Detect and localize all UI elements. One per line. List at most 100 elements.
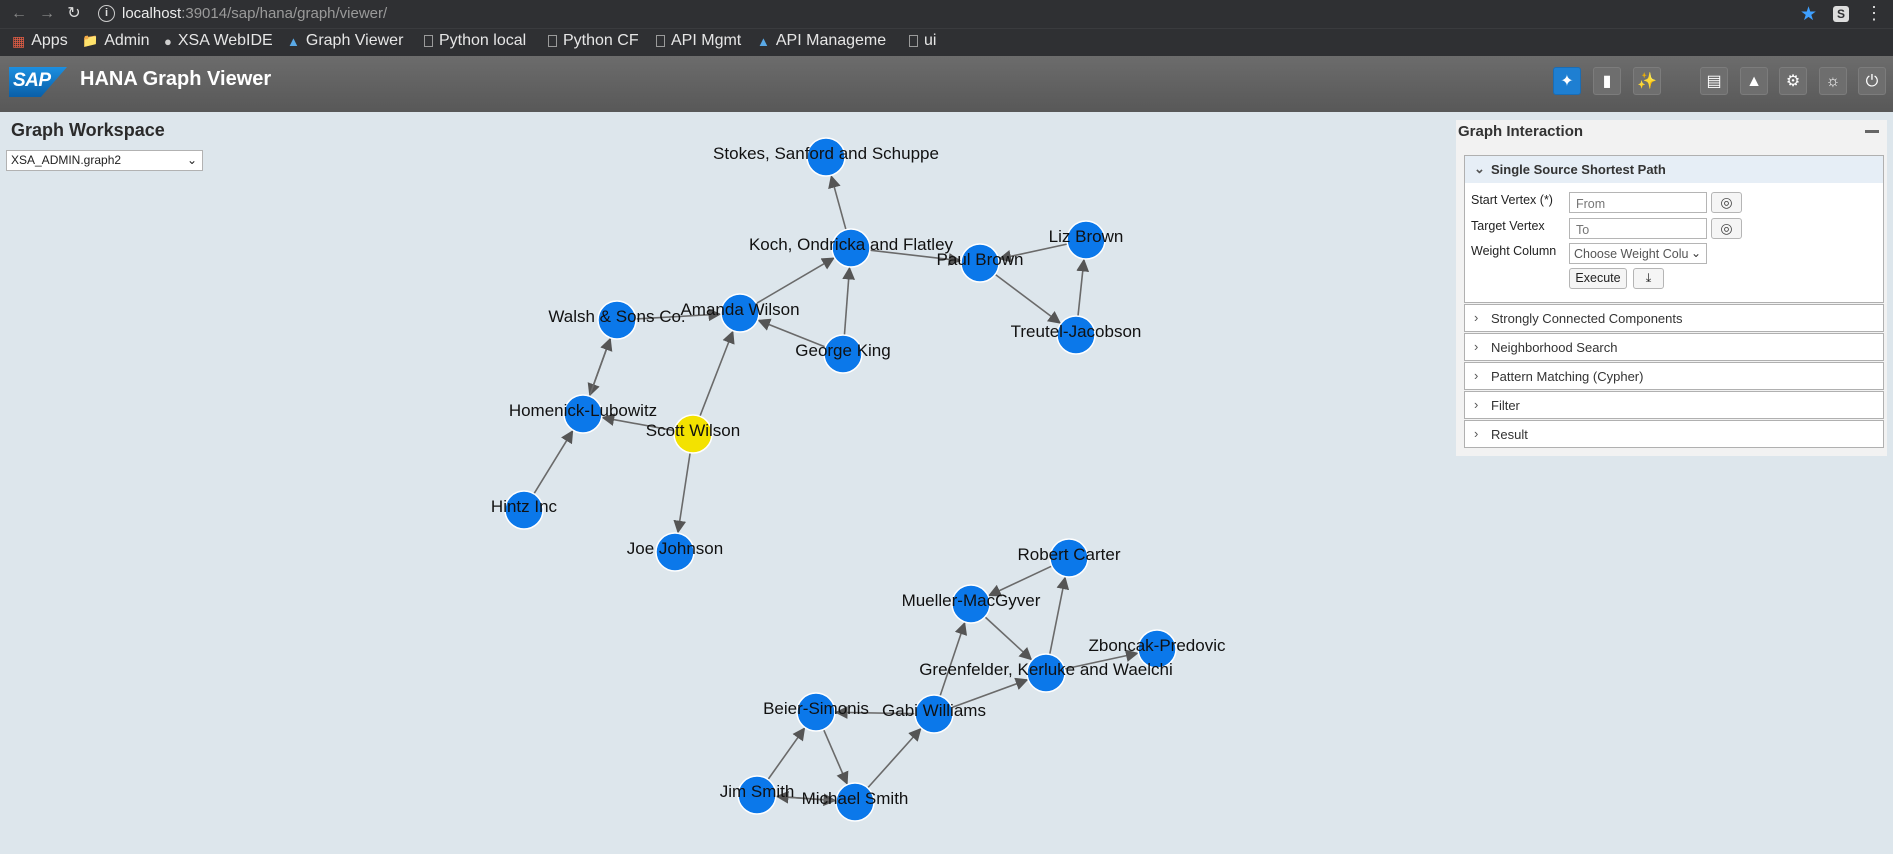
graph-edge-scott-joe[interactable] xyxy=(673,452,691,534)
chart-button[interactable]: ▤ xyxy=(1700,67,1728,95)
section-neighborhood-search[interactable]: ›Neighborhood Search xyxy=(1464,333,1884,361)
extension-icon[interactable]: S xyxy=(1833,6,1849,22)
section-filter[interactable]: ›Filter xyxy=(1464,391,1884,419)
graph-edge-beier-michael[interactable] xyxy=(822,729,849,785)
graph-node-homenick[interactable] xyxy=(563,394,603,434)
site-info-icon[interactable]: i xyxy=(98,5,115,22)
section-header[interactable]: ›Strongly Connected Components xyxy=(1465,305,1883,332)
graph-edge-greenfelder-robert[interactable] xyxy=(1048,576,1070,655)
graph-edge-scott-homenick[interactable] xyxy=(601,413,675,432)
graph-edge-amanda-koch[interactable] xyxy=(755,257,835,305)
graph-node-koch[interactable] xyxy=(831,228,871,268)
graph-node-label: Scott Wilson xyxy=(646,421,740,440)
graph-edge-treutel-liz[interactable] xyxy=(1076,258,1090,317)
graph-node-jim[interactable] xyxy=(737,775,777,815)
graph-workspace-select[interactable]: XSA_ADMIN.graph2 ⌄ xyxy=(6,150,203,171)
execute-button[interactable]: Execute xyxy=(1569,268,1627,289)
graph-edge-michael-gabi[interactable] xyxy=(867,727,922,789)
graph-edge-jim-beier[interactable] xyxy=(767,727,806,780)
start-vertex-input[interactable] xyxy=(1569,192,1707,213)
graph-node-walsh[interactable] xyxy=(597,300,637,340)
graph-edge-gabi-beier[interactable] xyxy=(834,706,916,719)
start-vertex-label: Start Vertex (*) xyxy=(1471,193,1553,207)
graph-node-scott[interactable] xyxy=(673,414,713,454)
section-header[interactable]: ›Result xyxy=(1465,421,1883,448)
graph-node-label: Koch, Ondricka and Flatley xyxy=(749,235,954,254)
bookmark-api-management[interactable]: ▲API Manageme xyxy=(757,32,886,50)
graph-edge-george-amanda[interactable] xyxy=(757,318,826,348)
graph-node-robert[interactable] xyxy=(1049,538,1089,578)
graph-node-mueller[interactable] xyxy=(951,584,991,624)
graph-edge-hintz-homenick[interactable] xyxy=(533,429,574,495)
weight-column-select[interactable]: Choose Weight Colu ⌄ xyxy=(1569,243,1707,264)
section-strongly-connected[interactable]: ›Strongly Connected Components xyxy=(1464,304,1884,332)
minimize-icon[interactable] xyxy=(1865,130,1879,133)
section-header[interactable]: ›Neighborhood Search xyxy=(1465,334,1883,361)
bookmark-python-cf[interactable]: Python CF xyxy=(548,32,639,50)
pick-target-vertex-button[interactable]: ◎ xyxy=(1711,218,1742,239)
bookmark-xsa-webide[interactable]: ●XSA WebIDE xyxy=(164,32,273,50)
layout-settings-button[interactable]: ⚙ xyxy=(1779,67,1807,95)
section-pattern-matching[interactable]: ›Pattern Matching (Cypher) xyxy=(1464,362,1884,390)
graph-edge-gabi-greenfelder[interactable] xyxy=(951,677,1029,709)
graph-node-michael[interactable] xyxy=(835,782,875,822)
bookmarks-bar: ▦Apps 📁Admin ●XSA WebIDE ▲Graph Viewer P… xyxy=(0,28,1893,56)
bookmark-star-icon[interactable]: ★ xyxy=(1800,4,1818,25)
graph-node-amanda[interactable] xyxy=(720,293,760,333)
pick-start-vertex-button[interactable]: ◎ xyxy=(1711,192,1742,213)
graph-edge-robert-mueller[interactable] xyxy=(987,565,1053,597)
graph-edge-paul-treutel[interactable] xyxy=(994,273,1062,324)
bookmark-admin[interactable]: 📁Admin xyxy=(82,32,150,50)
graph-edge-george-koch[interactable] xyxy=(842,266,856,336)
bookmark-apps[interactable]: ▦Apps xyxy=(12,32,68,50)
graph-edge-greenfelder-zboncak[interactable] xyxy=(1064,649,1139,670)
graph-edge-walsh-amanda[interactable] xyxy=(635,308,722,322)
bookmark-button[interactable]: ▮ xyxy=(1593,67,1621,95)
graph-edge-mueller-greenfelder[interactable] xyxy=(984,616,1033,661)
bookmark-api-mgmt[interactable]: API Mgmt xyxy=(656,32,741,50)
download-button[interactable]: ⤓ xyxy=(1633,268,1664,289)
graph-node-treutel[interactable] xyxy=(1056,315,1096,355)
xsa-icon: ● xyxy=(164,33,172,49)
graph-node-gabi[interactable] xyxy=(914,694,954,734)
address-field[interactable]: localhost:39014/sap/hana/graph/viewer/ xyxy=(122,5,387,22)
graph-node-stokes[interactable] xyxy=(806,137,846,177)
bookmark-python-local[interactable]: Python local xyxy=(424,32,526,50)
graph-edge-gabi-mueller[interactable] xyxy=(939,621,968,697)
graph-edge-michael-jim[interactable] xyxy=(775,790,837,804)
bookmark-graph-viewer[interactable]: ▲Graph Viewer xyxy=(287,32,403,50)
graph-mode-button[interactable]: ✦ xyxy=(1553,67,1581,95)
target-vertex-label: Target Vertex xyxy=(1471,219,1545,233)
graph-node-george[interactable] xyxy=(823,334,863,374)
graph-node-liz[interactable] xyxy=(1066,220,1106,260)
graph-node-hintz[interactable] xyxy=(504,490,544,530)
graph-node-paul[interactable] xyxy=(960,243,1000,283)
graph-edge-homenick-walsh[interactable] xyxy=(588,337,613,397)
section-result[interactable]: ›Result xyxy=(1464,420,1884,448)
graph-edge-scott-amanda[interactable] xyxy=(699,330,735,417)
logout-button[interactable]: ⏻ xyxy=(1858,67,1886,95)
speaker-button[interactable]: ▲ xyxy=(1740,67,1768,95)
target-vertex-input[interactable] xyxy=(1569,218,1707,239)
section-header-shortest-path[interactable]: ⌄ Single Source Shortest Path xyxy=(1465,156,1883,183)
graph-edge-koch-stokes[interactable] xyxy=(828,175,847,230)
graph-node-zboncak[interactable] xyxy=(1137,629,1177,669)
reload-icon[interactable]: ↻ xyxy=(67,5,81,22)
graph-edge-liz-paul[interactable] xyxy=(998,243,1068,263)
weight-column-label: Weight Column xyxy=(1471,244,1557,258)
graph-node-beier[interactable] xyxy=(796,692,836,732)
back-icon[interactable]: ← xyxy=(11,5,27,22)
browser-menu-icon[interactable]: ⋮ xyxy=(1865,3,1883,23)
graph-node-greenfelder[interactable] xyxy=(1026,653,1066,693)
section-header[interactable]: ›Pattern Matching (Cypher) xyxy=(1465,363,1883,390)
forward-icon[interactable]: → xyxy=(39,5,55,22)
magic-wand-button[interactable]: ✨ xyxy=(1633,67,1661,95)
bookmark-ui[interactable]: ui xyxy=(909,32,936,50)
section-header[interactable]: ›Filter xyxy=(1465,392,1883,419)
settings-button[interactable]: ☼ xyxy=(1819,67,1847,95)
graph-edge-koch-paul[interactable] xyxy=(869,249,962,266)
gear-icon: ☼ xyxy=(1825,73,1841,90)
graph-node-joe[interactable] xyxy=(655,532,695,572)
